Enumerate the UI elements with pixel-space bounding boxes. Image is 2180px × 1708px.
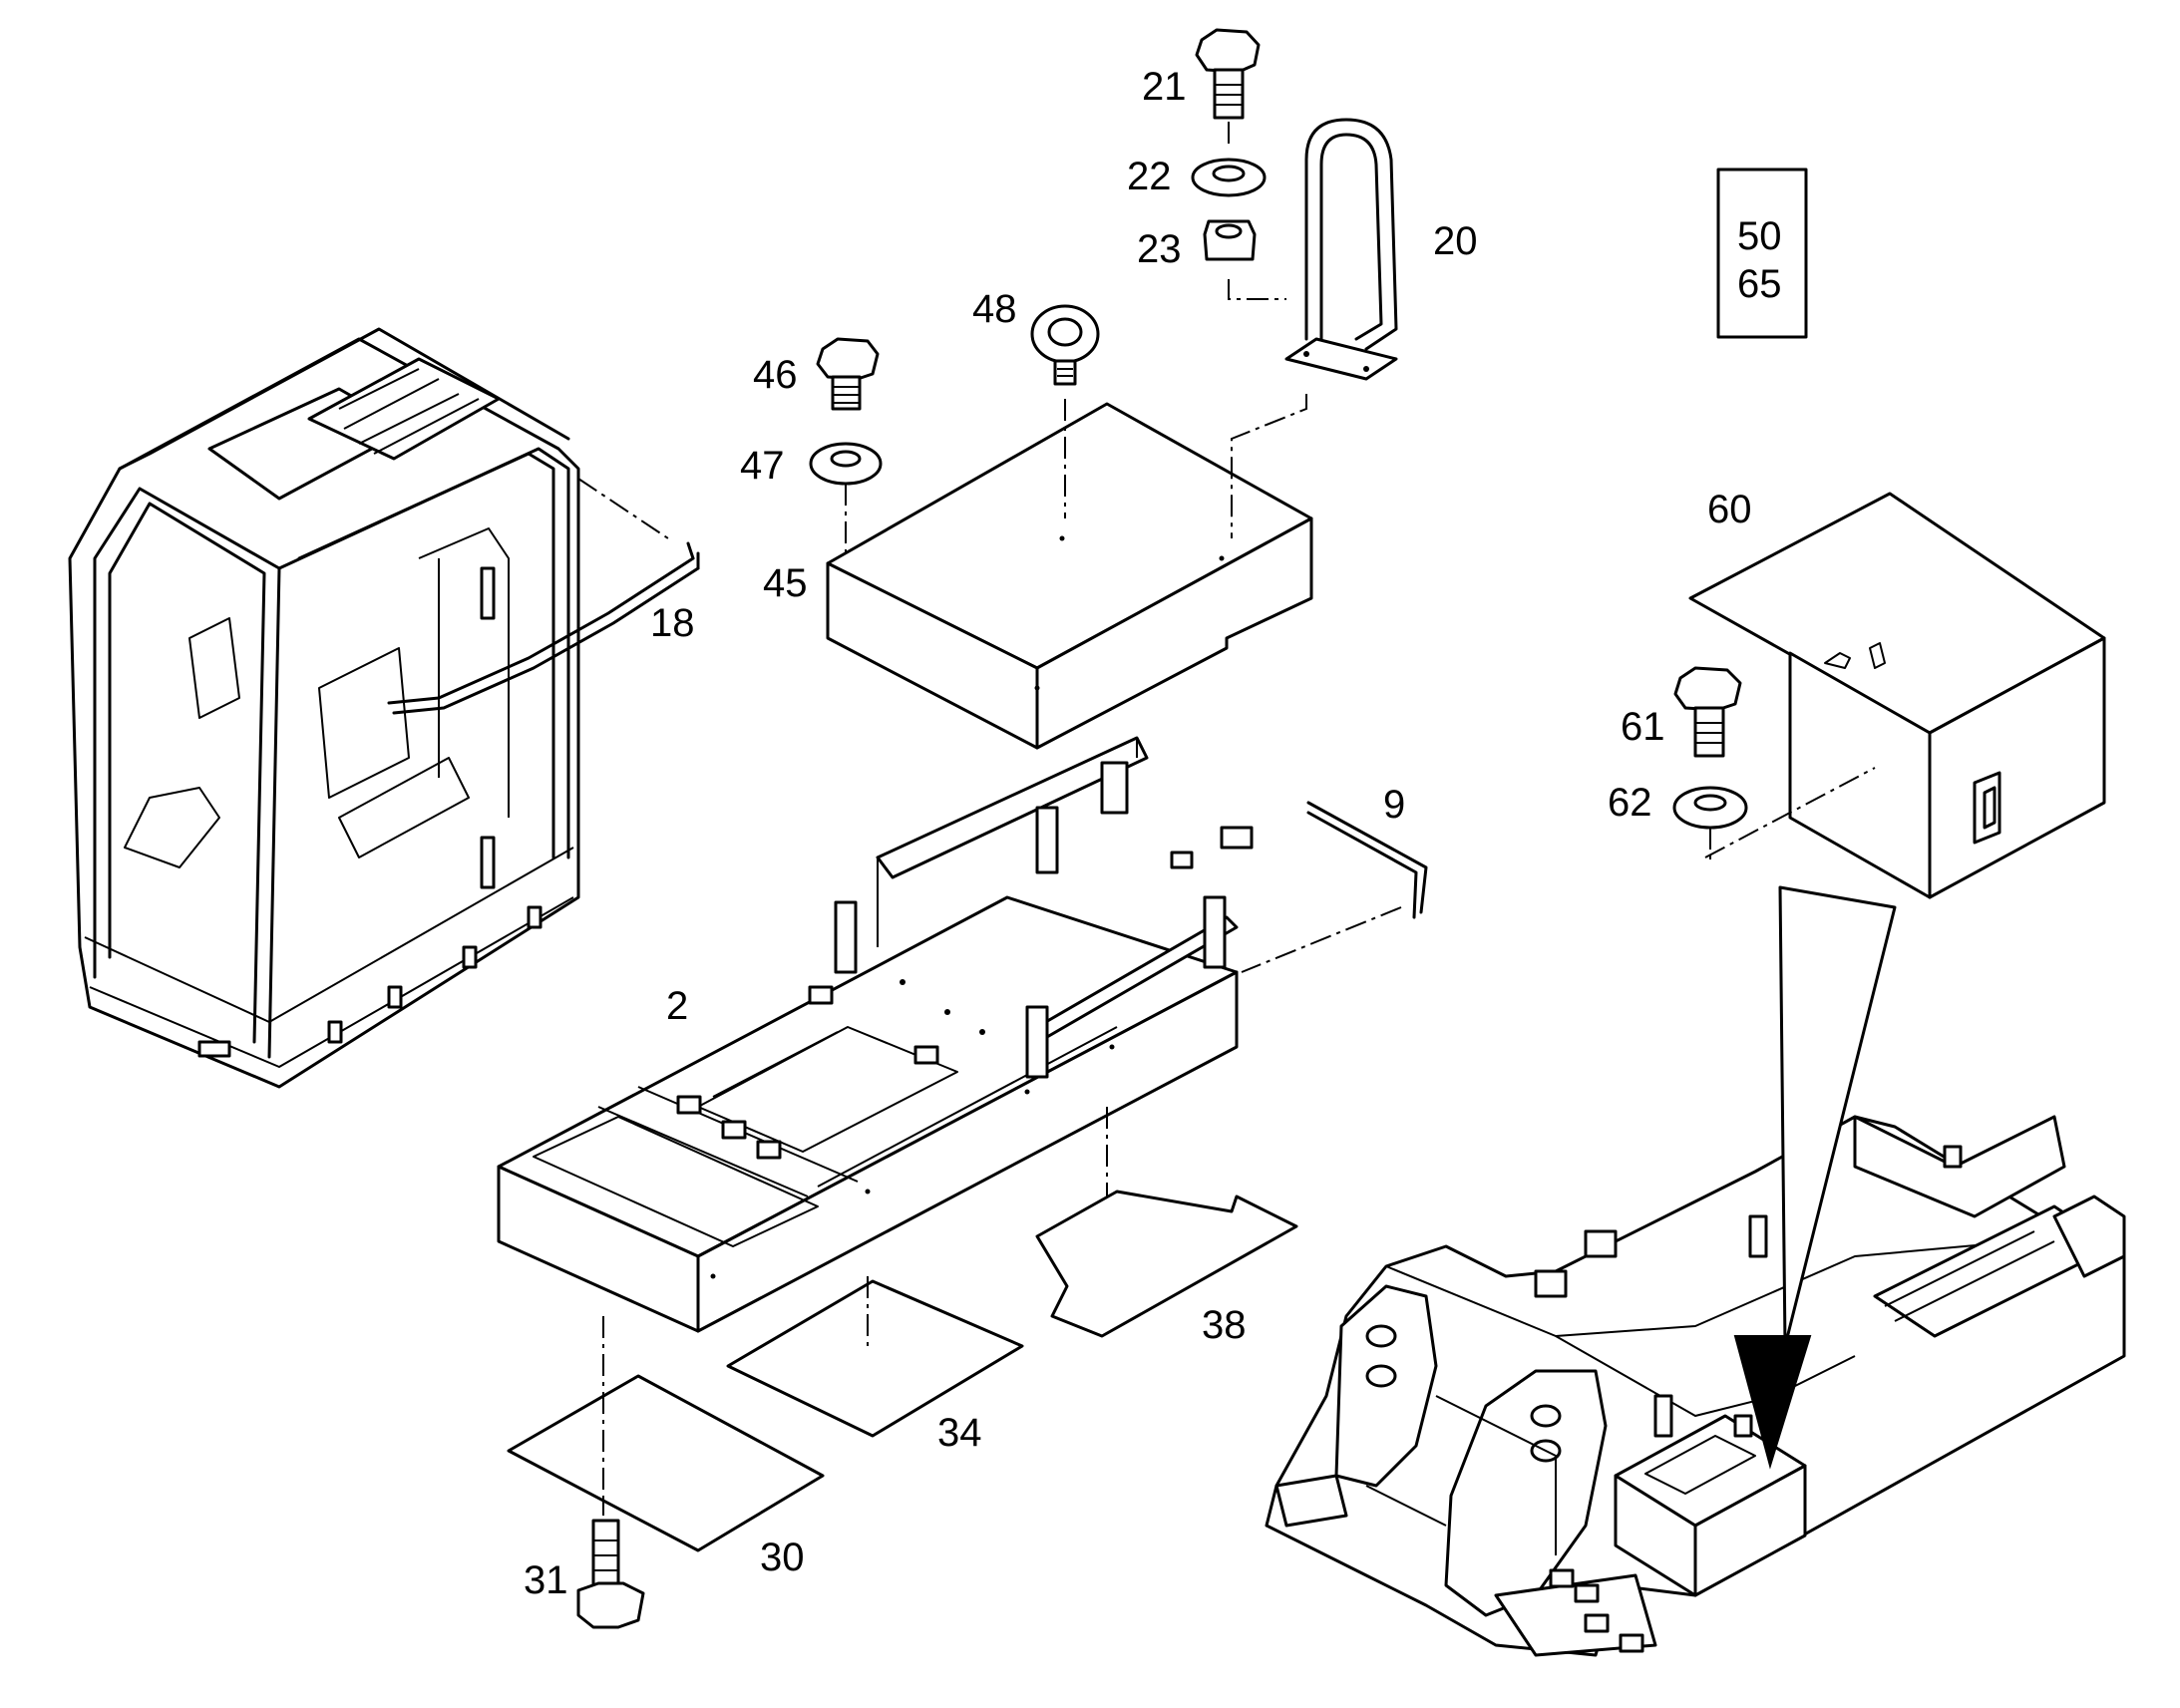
- callout-18: 18: [650, 601, 695, 645]
- reference-box: [1716, 168, 1808, 339]
- tank-45: [826, 402, 1313, 750]
- washer-22: [1191, 158, 1267, 197]
- eye-bolt-48: [1030, 304, 1100, 518]
- nut-23: [1203, 219, 1286, 300]
- callout-48: 48: [972, 287, 1017, 331]
- hex-key-9: [1241, 801, 1428, 973]
- callout-30: 30: [760, 1536, 805, 1579]
- handrail-18: [387, 478, 700, 715]
- reference-box-line-1: 50: [1737, 214, 1782, 258]
- washer-62: [1672, 786, 1748, 862]
- callout-labels: 2 9 18 20 21 22 23 30 31 34 38 45 46 47 …: [524, 65, 1782, 1602]
- bolt-21: [1195, 28, 1261, 150]
- callout-62: 62: [1608, 781, 1652, 825]
- callout-20: 20: [1433, 219, 1478, 263]
- reference-box-line-2: 65: [1737, 262, 1782, 306]
- callout-23: 23: [1137, 227, 1182, 271]
- callout-47: 47: [740, 444, 785, 488]
- washer-47: [809, 442, 883, 553]
- callout-9: 9: [1383, 783, 1405, 827]
- callout-38: 38: [1202, 1303, 1247, 1347]
- callout-46: 46: [753, 353, 798, 397]
- upper-carriage-frame: [1265, 1115, 2126, 1657]
- cover-plate-30: [507, 1316, 825, 1552]
- callout-2: 2: [666, 984, 688, 1028]
- callout-60: 60: [1707, 488, 1752, 531]
- callout-21: 21: [1142, 65, 1187, 109]
- toolbox-60: [1688, 492, 2106, 899]
- cover-plate-34: [726, 1276, 1024, 1438]
- operator-cab: [68, 327, 580, 1089]
- callout-34: 34: [937, 1411, 982, 1455]
- bolt-61: [1673, 666, 1742, 758]
- grab-handle-20: [1231, 118, 1398, 538]
- callout-31: 31: [524, 1558, 568, 1602]
- callout-61: 61: [1621, 705, 1665, 749]
- location-arrow: [1733, 885, 1897, 1470]
- flange-bolt-31: [576, 1496, 645, 1629]
- callout-22: 22: [1127, 155, 1172, 198]
- bolt-46: [816, 337, 880, 411]
- cover-plate-38: [1035, 1190, 1298, 1338]
- callout-45: 45: [763, 561, 808, 605]
- frame-2: [497, 736, 1254, 1333]
